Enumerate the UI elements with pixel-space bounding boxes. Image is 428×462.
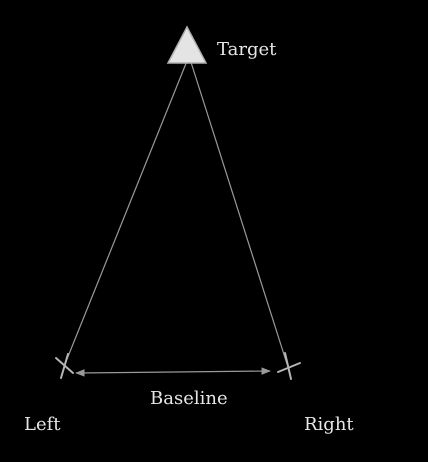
left-sight-line [64,55,190,365]
cross-marker-icon [55,353,74,379]
cross-marker-icon [277,352,301,380]
target-marker [166,25,208,64]
right-sight-line [188,55,288,365]
right-label: Right [304,414,354,435]
baseline-arrow [75,367,271,377]
left-label: Left [24,414,61,435]
right-station-marker [277,352,301,380]
triangle-marker-icon [166,25,208,64]
target-label: Target [217,39,277,60]
left-station-marker [55,353,74,379]
baseline-label: Baseline [150,388,228,409]
